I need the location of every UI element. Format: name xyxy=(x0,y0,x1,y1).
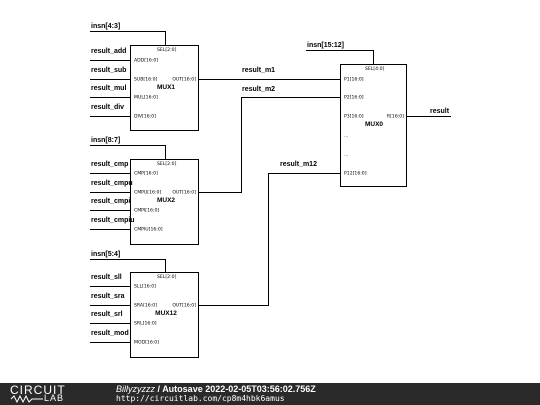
mux2-name: MUX2 xyxy=(157,197,175,204)
logo-text-top: CIRCUIT xyxy=(10,383,66,397)
label-result-m2: result_m2 xyxy=(242,86,275,93)
label-result-cmpu: result_cmpu xyxy=(91,180,133,187)
wire-result-m12 xyxy=(199,173,340,306)
label-result-div: result_div xyxy=(91,104,124,111)
wire-insn-8-7 xyxy=(90,145,166,159)
circuit-title: Autosave 2022-02-05T03:56:02.756Z xyxy=(162,384,316,394)
mux2-pin-sel: SEL[2:0] xyxy=(157,161,177,167)
label-result-cmpi: result_cmpi xyxy=(91,198,130,205)
mux12-pin-sra: SRA[16:0] xyxy=(134,303,157,309)
label-result-m12: result_m12 xyxy=(280,161,317,168)
mux1-pin-out: OUT[16:0] xyxy=(172,77,196,83)
label-insn-15-12: insn[15:12] xyxy=(307,42,344,49)
mux2-pin-cmpu: CMPU[16:0] xyxy=(134,190,161,196)
mux12-pin-sll: SLL[16:0] xyxy=(134,284,156,290)
author-name[interactable]: Billyzyzzz xyxy=(116,384,156,394)
mux0-pin-ellipsis-2: ... xyxy=(344,153,348,158)
label-result-cmp: result_cmp xyxy=(91,161,128,168)
logo-text-bottom: LAB xyxy=(44,393,65,403)
label-result-m1: result_m1 xyxy=(242,67,275,74)
mux2-pin-cmpiu: CMPIU[16:0] xyxy=(134,227,163,233)
mux0-pin-sel: SEL[4:0] xyxy=(365,66,385,72)
mux1-name: MUX1 xyxy=(157,84,175,91)
label-result-mod: result_mod xyxy=(91,330,129,337)
label-result-sll: result_sll xyxy=(91,274,122,281)
label-result-mul: result_mul xyxy=(91,85,126,92)
label-result-srl: result_srl xyxy=(91,311,123,318)
label-insn-4-3: insn[4:3] xyxy=(91,23,120,30)
label-result-sub: result_sub xyxy=(91,67,126,74)
label-insn-8-7: insn[8:7] xyxy=(91,137,120,144)
wire-insn-4-3 xyxy=(90,31,166,45)
mux0-pin-p12: P12[16:0] xyxy=(344,171,367,177)
mux12-pin-mod: MOD[16:0] xyxy=(134,340,159,346)
mux12-pin-out: OUT[16:0] xyxy=(172,303,196,309)
circuitlab-logo: CIRCUIT LAB xyxy=(10,383,90,403)
label-result-cmpiu: result_cmpiu xyxy=(91,217,135,224)
label-insn-5-4: insn[5:4] xyxy=(91,251,120,258)
mux12-pin-srl: SRL[16:0] xyxy=(134,321,157,327)
label-result: result xyxy=(430,108,450,115)
label-result-sra: result_sra xyxy=(91,293,125,300)
mux0-pin-out: R[16:0] xyxy=(387,114,404,120)
wire-insn-15-12 xyxy=(306,50,374,64)
mux0-pin-p1: P1[16:0] xyxy=(344,77,364,83)
circuit-title-line: Billyzyzzz / Autosave 2022-02-05T03:56:0… xyxy=(116,384,316,394)
mux1-pin-div: DIV[16:0] xyxy=(134,114,156,120)
mux0-pin-p2: P2[16:0] xyxy=(344,95,364,101)
mux0-pin-ellipsis-1: ... xyxy=(344,134,348,139)
mux2-pin-out: OUT[16:0] xyxy=(172,190,196,196)
mux2-pin-cmpi: CMPI[16:0] xyxy=(134,208,159,214)
footer-bar: CIRCUIT LAB Billyzyzzz / Autosave 2022-0… xyxy=(0,383,540,405)
mux12-box xyxy=(130,272,199,358)
mux12-name: MUX12 xyxy=(155,310,177,317)
mux1-pin-add: ADD[16:0] xyxy=(134,58,158,64)
wire-insn-5-4 xyxy=(90,259,166,272)
mux2-pin-cmp: CMP[16:0] xyxy=(134,171,158,177)
schematic-canvas: insn[4:3] result_add result_sub result_m… xyxy=(90,23,451,358)
mux0-pin-p3: P3[16:0] xyxy=(344,114,364,120)
mux1-pin-sel: SEL[2:0] xyxy=(157,47,177,53)
circuit-url[interactable]: http://circuitlab.com/cp8m4hbk6amus xyxy=(116,394,285,403)
label-result-add: result_add xyxy=(91,48,126,55)
mux0-box xyxy=(340,64,407,187)
mux2-box xyxy=(130,159,199,245)
mux1-pin-mul: MUL[16:0] xyxy=(134,95,158,101)
title-separator: / xyxy=(155,384,163,394)
mux12-pin-sel: SEL[2:0] xyxy=(157,274,177,280)
wire-result-m2 xyxy=(199,97,340,193)
mux1-box xyxy=(130,45,199,131)
mux1-pin-sub: SUB[16:0] xyxy=(134,77,158,83)
mux0-name: MUX0 xyxy=(365,121,383,128)
logo-wave-icon xyxy=(10,395,43,403)
wires xyxy=(90,31,451,343)
